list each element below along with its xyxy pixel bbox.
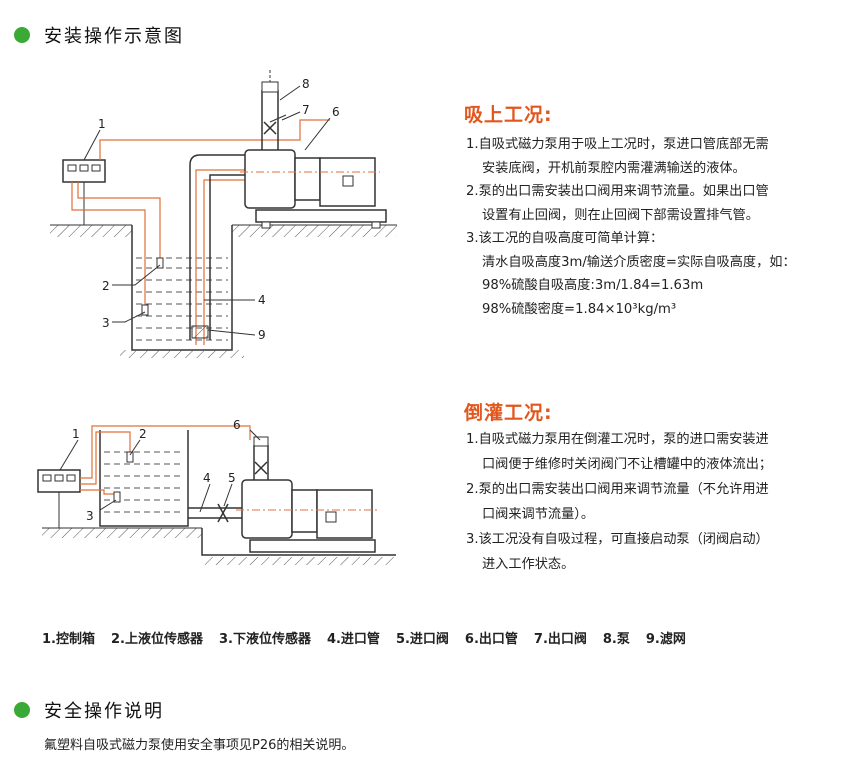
callout-2: 2: [139, 427, 147, 441]
callout-7: 7: [302, 103, 310, 117]
callout-9: 9: [258, 328, 266, 342]
callout-5: 5: [228, 471, 236, 485]
flooded-line: 3.该工况没有自吸过程，可直接启动泵（闭阀启动）: [466, 532, 769, 547]
motor-icon: [319, 157, 376, 207]
section-title: 安全操作说明: [44, 701, 164, 722]
legend-item: 2.上液位传感器: [110, 632, 203, 647]
suction-title: 吸上工况:: [464, 104, 553, 126]
motor-icon: [316, 489, 373, 539]
callout-6: 6: [332, 105, 340, 119]
callout-4: 4: [203, 471, 211, 485]
suction-diagram: 1 2 3 4 6 7 8 9: [50, 70, 397, 358]
section-title: 安装操作示意图: [44, 26, 184, 47]
flooded-diagram: 1 2 3 4 5 6: [37, 418, 396, 565]
suction-line: 98%硫酸密度=1.84×10³kg/m³: [482, 301, 677, 317]
legend-item: 8.泵: [602, 632, 630, 647]
callout-1: 1: [98, 117, 106, 131]
section-heading-safety: 安全操作说明: [14, 697, 164, 723]
callout-3: 3: [102, 316, 110, 330]
suction-line: 设置有止回阀，则在止回阀下部需设置排气管。: [482, 207, 759, 223]
callout-8: 8: [302, 77, 310, 91]
flooded-title: 倒灌工况:: [464, 402, 553, 424]
flooded-line: 口阀便于维修时关闭阀门不让槽罐中的液体流出；: [482, 457, 773, 472]
flooded-line: 2.泵的出口需安装出口阀用来调节流量（不允许用进: [466, 482, 769, 497]
bullet-dot-icon: [14, 27, 30, 43]
suction-line: 1.自吸式磁力泵用于吸上工况时，泵进口管底部无需: [466, 137, 769, 152]
legend: 1.控制箱 2.上液位传感器 3.下液位传感器 4.进口管 5.进口阀 6.出口…: [42, 628, 702, 647]
callout-6: 6: [233, 418, 241, 432]
callout-2: 2: [102, 279, 110, 293]
legend-item: 1.控制箱: [42, 632, 95, 647]
legend-item: 7.出口阀: [533, 632, 587, 647]
flooded-line: 1.自吸式磁力泵用在倒灌工况时，泵的进口需安装进: [466, 432, 769, 447]
legend-item: 6.出口管: [464, 632, 518, 647]
water-lines: [136, 257, 228, 341]
suction-line: 3.该工况的自吸高度可简单计算：: [466, 231, 664, 246]
suction-line: 2.泵的出口需安装出口阀用来调节流量。如果出口管: [466, 184, 769, 199]
suction-line: 98%硫酸自吸高度:3m/1.84=1.63m: [482, 278, 704, 293]
suction-list: 1.自吸式磁力泵用于吸上工况时，泵进口管底部无需 安装底阀，开机前泵腔内需灌满输…: [466, 133, 796, 321]
flooded-line: 进入工作状态。: [482, 557, 575, 572]
pump-icon: [241, 479, 293, 539]
callout-1: 1: [72, 427, 80, 441]
callout-4: 4: [258, 293, 266, 307]
bullet-dot-icon: [14, 702, 30, 718]
legend-item: 5.进口阀: [395, 632, 449, 647]
legend-item: 4.进口管: [326, 632, 380, 647]
section-heading-install: 安装操作示意图: [14, 22, 184, 48]
suction-line: 清水自吸高度3m/输送介质密度=实际自吸高度，如：: [482, 254, 796, 270]
flooded-line: 口阀来调节流量）。: [482, 507, 595, 522]
suction-line: 安装底阀，开机前泵腔内需灌满输送的液体。: [482, 160, 746, 176]
legend-item: 9.滤网: [645, 632, 686, 647]
flooded-list: 1.自吸式磁力泵用在倒灌工况时，泵的进口需安装进 口阀便于维修时关闭阀门不让槽罐…: [466, 427, 772, 577]
legend-item: 3.下液位传感器: [218, 632, 311, 647]
callout-3: 3: [86, 509, 94, 523]
pump-icon: [244, 149, 296, 209]
safety-note: 氟塑料自吸式磁力泵使用安全事项见P26的相关说明。: [44, 738, 355, 753]
